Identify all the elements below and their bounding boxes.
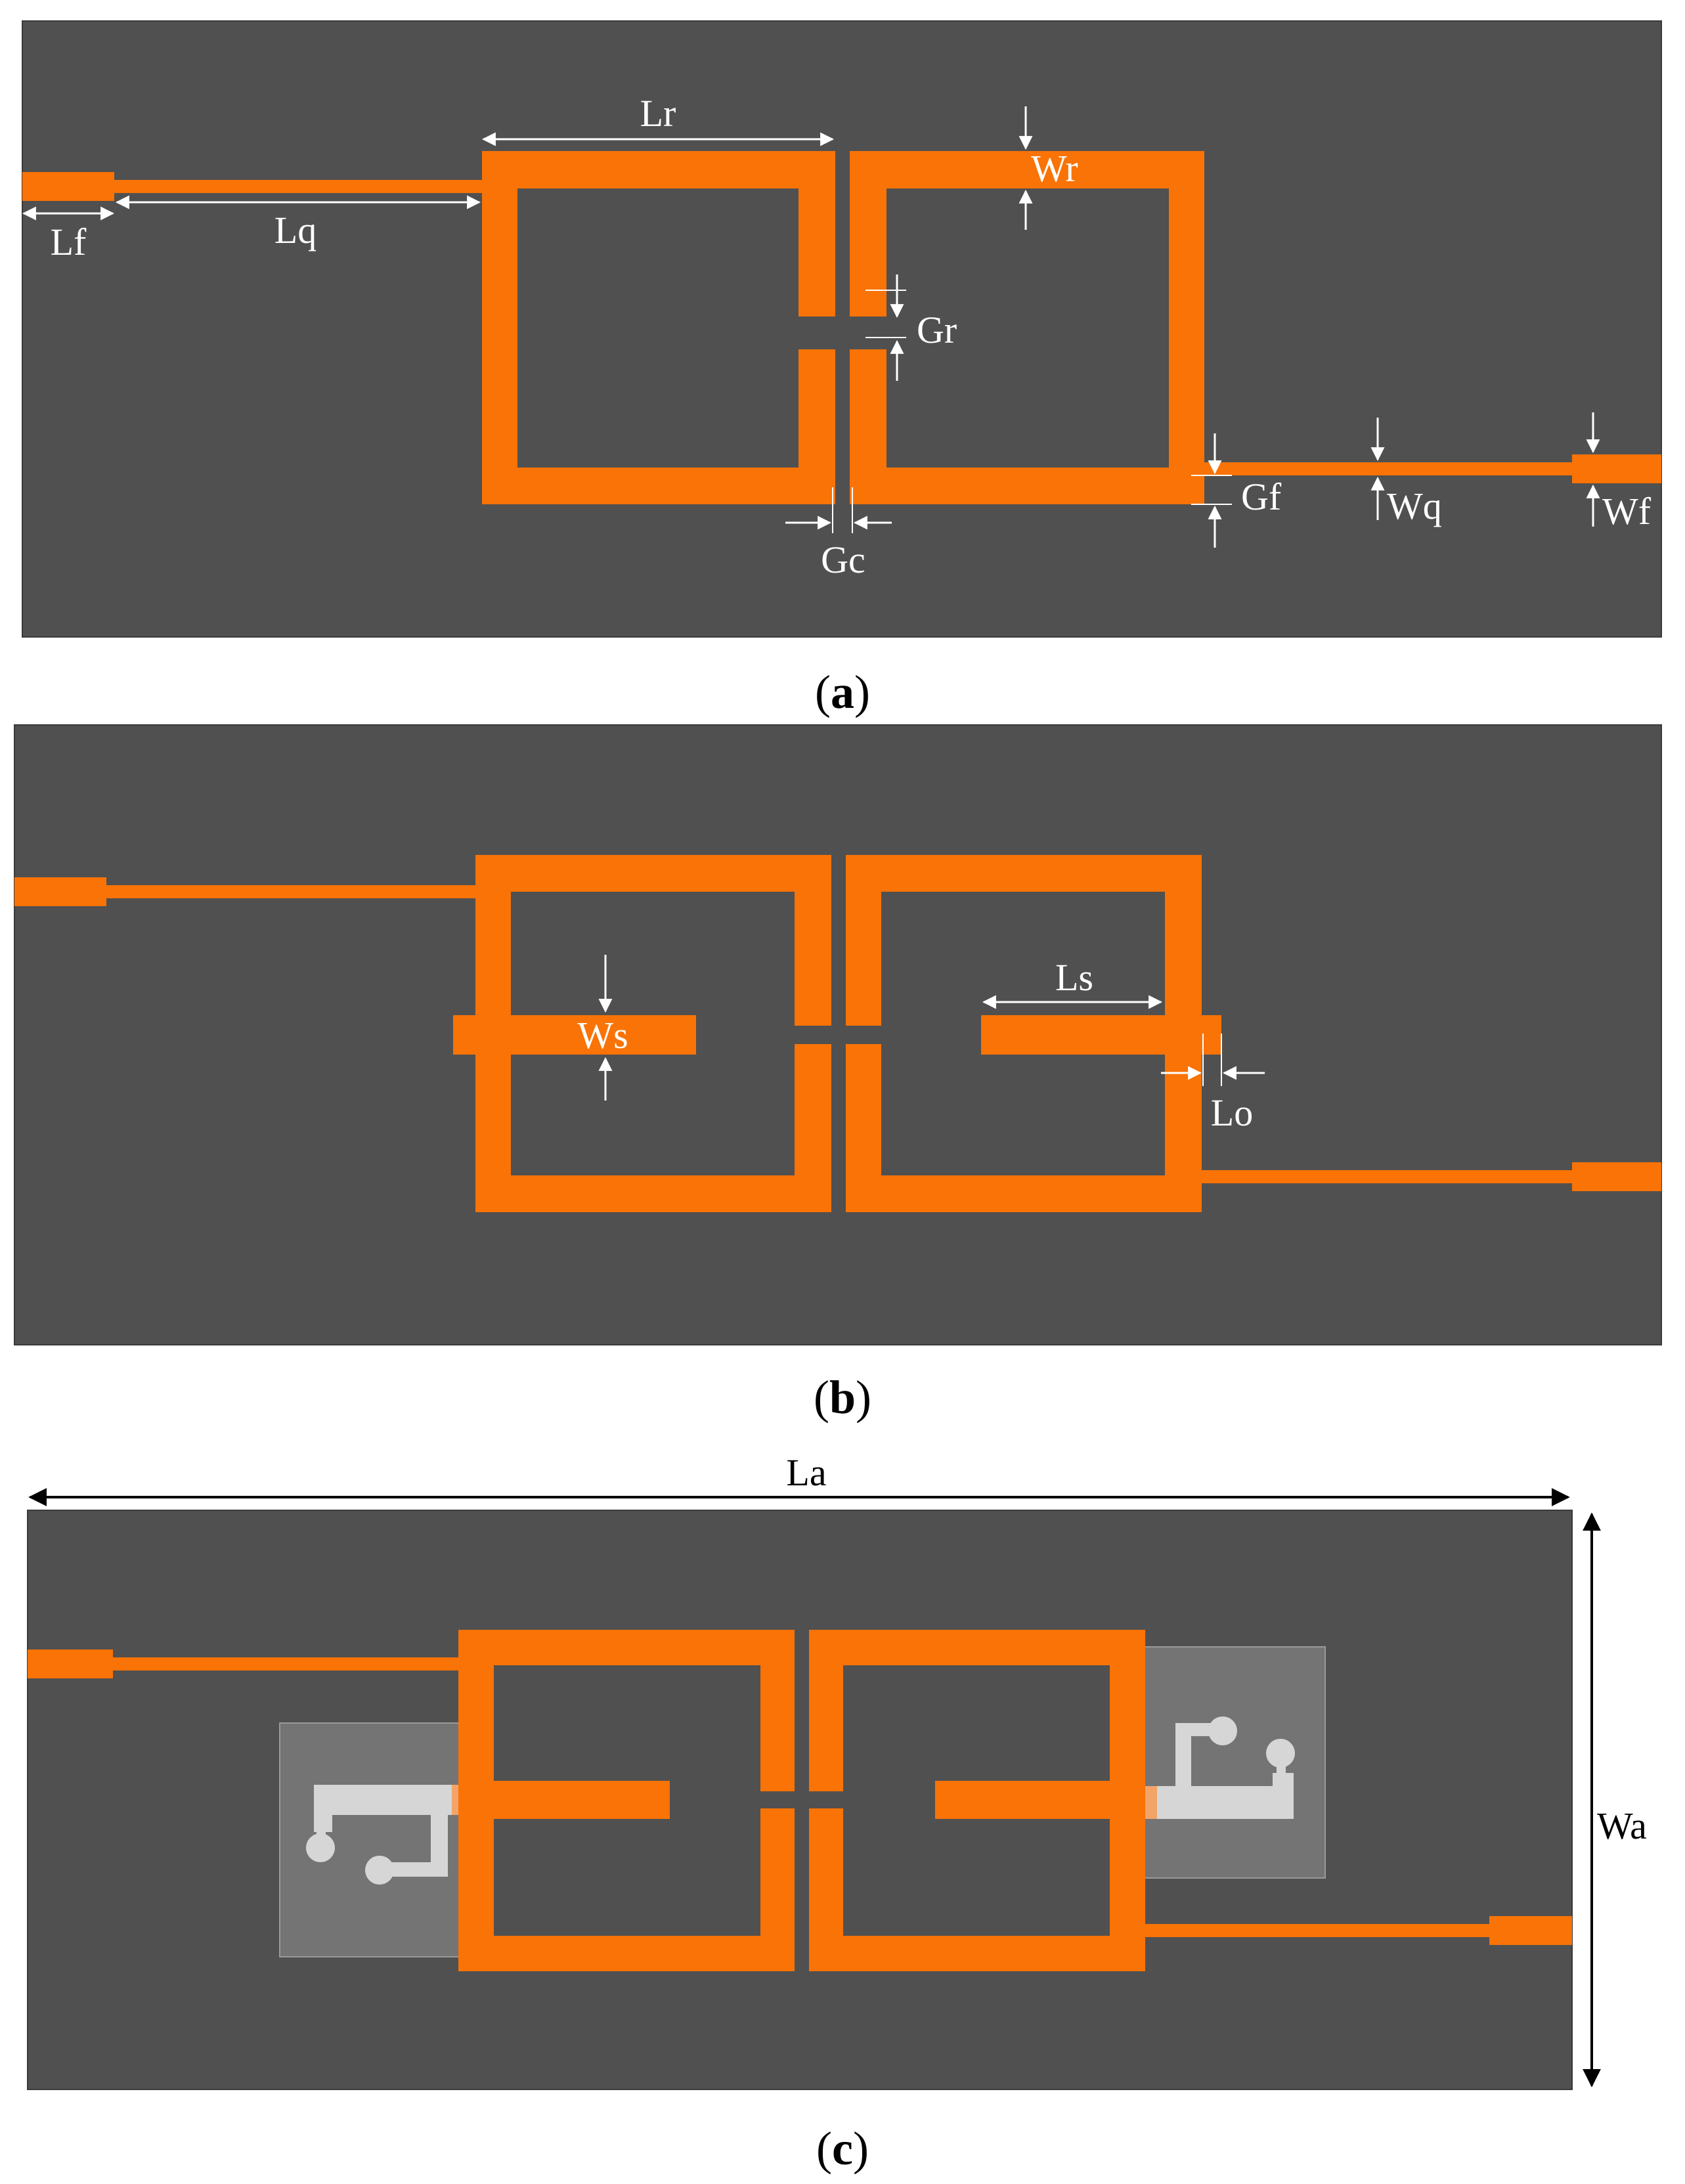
resonator-right [846,855,1202,1212]
label-wr: Wr [1031,147,1078,190]
label-lo: Lo [1211,1091,1253,1134]
label-lf: Lf [51,221,87,263]
label-gf: Gf [1241,475,1282,518]
feed-port-right [1572,1162,1661,1191]
dimension-labels-c: La Wa [786,1451,1646,1847]
label-la: La [786,1451,826,1494]
resonator-left [482,151,835,504]
stub-right [935,1781,1110,1819]
switch-element-left [279,1722,471,1957]
circuit-b [14,855,1661,1212]
caption-a: (a) [815,666,870,718]
label-ls: Ls [1055,956,1093,999]
panel-b: Ws Ls Lo (b) [14,724,1662,1424]
quarter-wave-line-right [1202,1170,1572,1183]
resonator-left [458,1630,795,1971]
quarter-wave-line-right [1204,462,1572,475]
dimensions-a [22,106,1600,548]
quarter-wave-line-left [114,180,482,193]
dimension-labels-b: Ws Ls Lo [577,956,1253,1134]
feed-port-right [1489,1916,1572,1945]
dimension-labels-a: Lr Wr Lf Lq Gr Gc Gf Wq Wf [51,92,1652,581]
dimensions-b [598,955,1265,1101]
substrate-a [22,20,1662,638]
label-gr: Gr [917,309,957,351]
label-wf: Wf [1602,490,1652,533]
feed-port-left [22,172,114,201]
label-gc: Gc [821,538,865,581]
feed-port-right [1572,454,1661,483]
panel-c: La Wa (c) [27,1451,1647,2175]
label-wq: Wq [1387,485,1442,527]
resonator-right [850,151,1204,504]
stub-right [981,1015,1221,1055]
quarter-wave-line-right [1145,1924,1489,1937]
element-box-right [1129,1646,1326,1879]
caption-c: (c) [816,2122,869,2175]
resonator-left [475,855,831,1212]
panel-a: Lr Wr Lf Lq Gr Gc Gf Wq Wf (a) [22,20,1662,718]
stub-left [453,1015,696,1055]
substrate-c [27,1510,1573,2090]
label-lq: Lq [274,209,317,251]
switch-element-right [1129,1646,1326,1879]
quarter-wave-line-left [106,885,475,898]
label-wa: Wa [1597,1804,1647,1847]
feed-port-left [28,1649,113,1678]
circuit-a [22,151,1661,504]
caption-b: (b) [814,1371,871,1424]
dimensions-c [28,1488,1601,2087]
stub-left [494,1781,670,1819]
label-lr: Lr [640,92,676,135]
feed-port-left [14,877,106,906]
quarter-wave-line-left [113,1657,458,1671]
circuit-c [28,1630,1572,1971]
label-ws: Ws [577,1014,628,1057]
resonator-right [809,1630,1145,1971]
substrate-b [14,724,1662,1345]
